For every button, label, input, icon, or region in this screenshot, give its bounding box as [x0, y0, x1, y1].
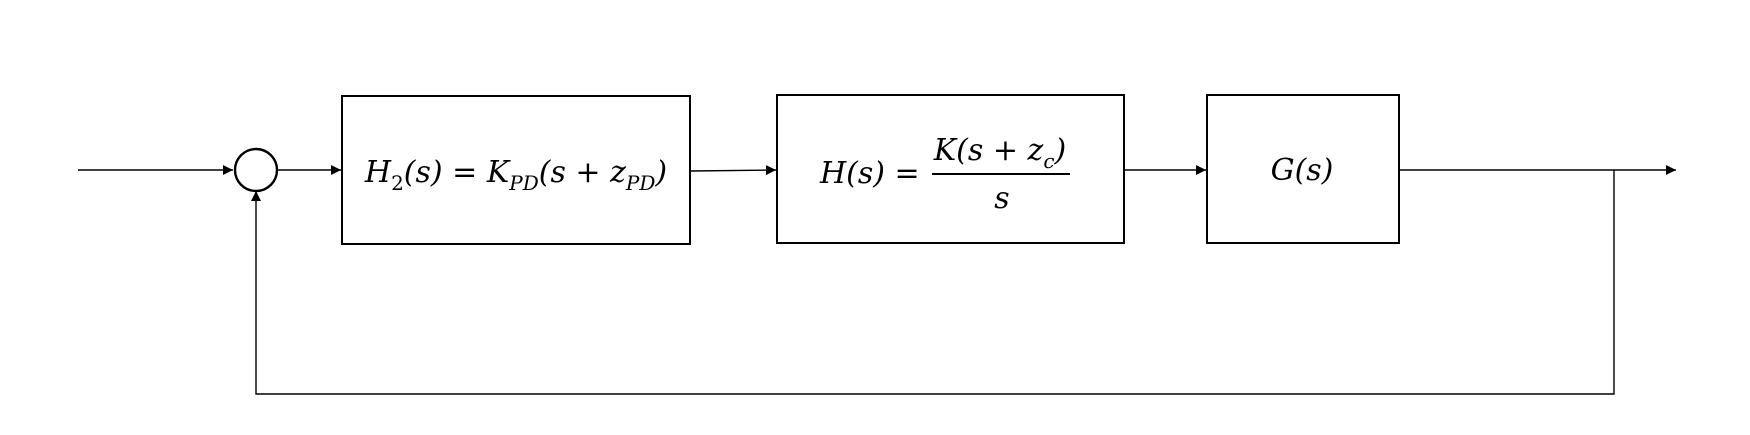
controller-transfer-function: H2(s) = KPD(s + zPD) — [364, 155, 667, 195]
controller-to-compensator-wire — [689, 165, 777, 176]
summing-junction — [233, 147, 279, 193]
compensator-denominator: s — [994, 181, 1009, 216]
compensator-numerator: K(s + zc) — [933, 133, 1066, 173]
controller-block — [341, 95, 691, 245]
compensator-lhs: H(s) = — [819, 156, 929, 191]
plant-block — [1206, 94, 1400, 244]
feedback-path — [251, 170, 1615, 395]
compensator-block — [776, 94, 1125, 244]
plant-transfer-function: G(s) — [1271, 153, 1334, 188]
